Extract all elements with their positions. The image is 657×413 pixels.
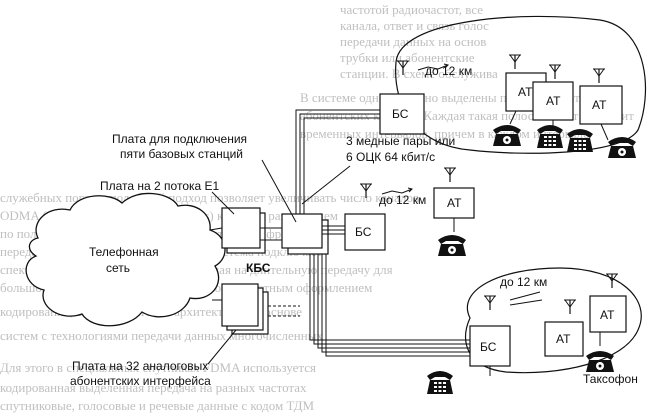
at-mid-label: АТ xyxy=(447,196,462,210)
copper-label-1: 3 медные пары или xyxy=(346,134,455,148)
copper-label-2: 6 ОЦК 64 кбит/с xyxy=(346,150,435,164)
at-top-3-label: АТ xyxy=(592,98,607,112)
phone-top-1 xyxy=(493,125,521,146)
bs-bottom-group: БС до 12 км АТ АТ Таксофон xyxy=(427,267,642,394)
phone-bottom xyxy=(586,351,614,372)
at-bottom-2 xyxy=(589,295,627,333)
phone-mid xyxy=(438,235,466,256)
phone-network-label-2: сеть xyxy=(106,261,130,275)
bs-top-range: до 12 км xyxy=(425,64,472,78)
at-bottom-1-label: АТ xyxy=(556,332,571,346)
svg-text:частотой радиочастот, все: частотой радиочастот, все xyxy=(340,2,483,17)
board-analog-label-2: абонентских интерфейса xyxy=(70,374,211,388)
at-bottom-1 xyxy=(544,321,584,357)
bs-bottom-range: до 12 км xyxy=(500,275,547,289)
at-bottom-2-label: АТ xyxy=(600,308,615,322)
board-five-bs-label-2: пяти базовых станций xyxy=(120,147,243,161)
bs-top-label: БС xyxy=(392,107,409,121)
payphone-label: Таксофон xyxy=(583,372,638,386)
phone-top-4 xyxy=(608,137,636,158)
keyphone-top-2 xyxy=(537,125,563,148)
svg-text:станции. В схеме обслужива: станции. В схеме обслужива xyxy=(340,66,498,81)
bs-mid-group: БС до 12 км АТ xyxy=(344,167,475,256)
bs-mid-range: до 12 км xyxy=(379,193,426,207)
kbs-label: КБС xyxy=(246,261,271,275)
at-top-1-label: АТ xyxy=(518,85,533,99)
board-five-bs-label-1: Плата для подключения xyxy=(112,132,247,146)
board-e1-label: Плата на 2 потока E1 xyxy=(100,179,220,193)
keyphone-top-3 xyxy=(567,129,593,152)
base-station-mid xyxy=(344,213,386,251)
payphone-bottom xyxy=(427,371,453,394)
kbs-card-analog-1 xyxy=(221,283,259,327)
svg-text:передачи данных на основ: передачи данных на основ xyxy=(340,34,486,49)
bs-mid-label: БС xyxy=(355,225,372,239)
svg-text:систем с технологиями передачи: систем с технологиями передачи данных мн… xyxy=(0,328,323,343)
board-analog-label-1: Плата на 32 аналоговых xyxy=(72,359,208,373)
at-top-2-label: АТ xyxy=(546,94,561,108)
phone-network-label-1: Телефонная xyxy=(89,245,159,259)
kbs-card-e1 xyxy=(221,207,261,249)
telephone-network-cloud xyxy=(25,192,226,327)
at-mid xyxy=(433,187,475,219)
callouts: Плата для подключения пяти базовых станц… xyxy=(70,132,455,388)
copper-bundle xyxy=(295,109,470,357)
svg-text:Для этого в специальных спутни: Для этого в специальных спутниках FDMA и… xyxy=(0,360,316,375)
kbs-unit: КБС xyxy=(209,207,329,335)
base-station-top xyxy=(379,93,425,135)
bs-top-group: БС до 12 км АТ АТ АТ xyxy=(379,15,647,158)
svg-text:канала, ответ и связь голос: канала, ответ и связь голос xyxy=(340,18,489,33)
svg-text:кодированная выделенная переда: кодированная выделенная передача на разн… xyxy=(0,380,307,395)
bs-bottom-label: БС xyxy=(480,340,497,354)
svg-text:спутниковые, голосовые и речев: спутниковые, голосовые и речевые данные … xyxy=(0,398,314,413)
svg-text:трубки или абонентские: трубки или абонентские xyxy=(340,50,475,65)
kbs-card-5bs xyxy=(281,213,323,249)
